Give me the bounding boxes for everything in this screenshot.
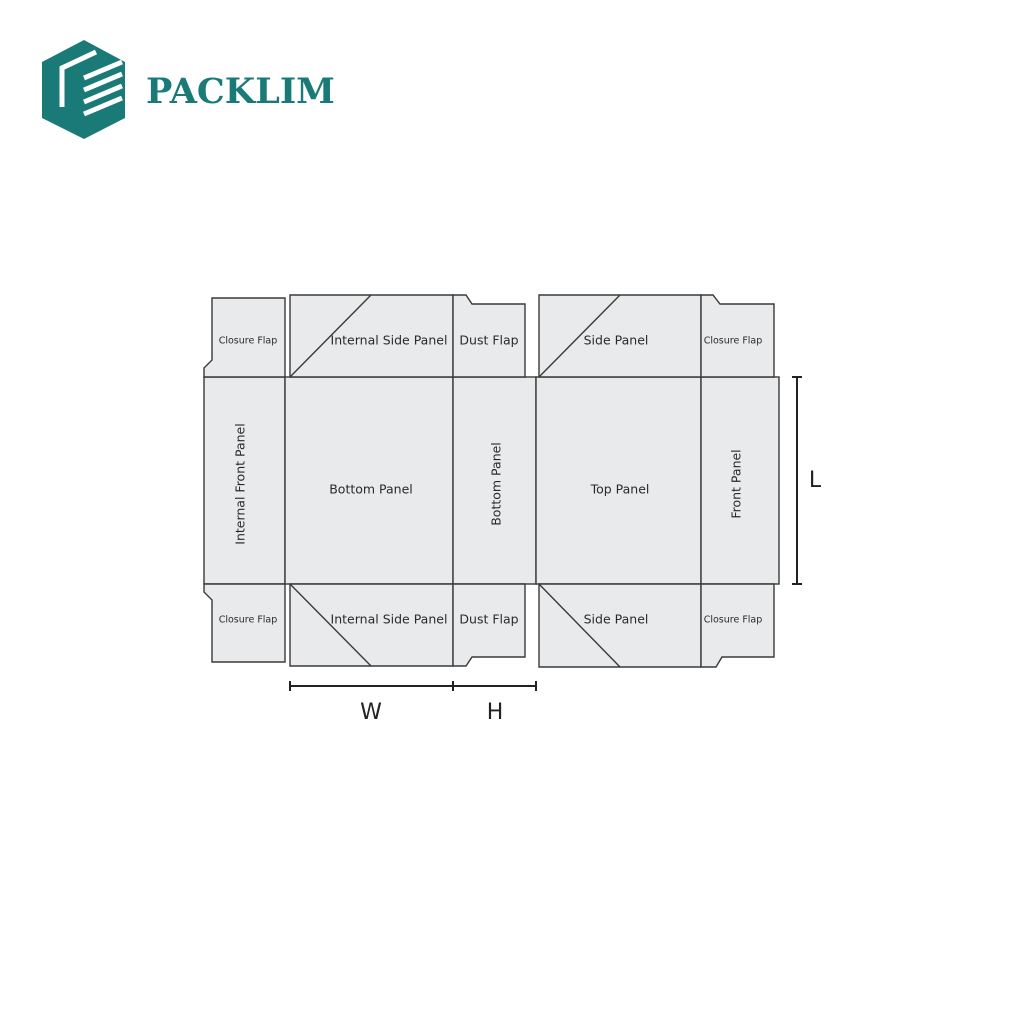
closure-flap-bottom-right — [700, 583, 775, 668]
bottom-panel — [284, 376, 454, 585]
label-closure-flap: Closure Flap — [704, 336, 763, 347]
dimension-h-label: H — [487, 700, 504, 725]
dimension-w-label: W — [360, 700, 382, 725]
closure-flap-top-right — [700, 294, 775, 378]
dimension-w: W — [289, 681, 454, 725]
label-side-panel: Side Panel — [584, 333, 649, 348]
label-internal-side-panel: Internal Side Panel — [331, 333, 448, 348]
dimension-h: H — [453, 681, 537, 725]
label-dust-flap: Dust Flap — [459, 333, 518, 348]
label-bottom-panel-side: Bottom Panel — [489, 442, 504, 526]
closure-flap-top-left — [203, 297, 286, 378]
label-internal-front-panel: Internal Front Panel — [233, 423, 248, 544]
brand-name: PACKLIM — [146, 71, 335, 112]
dimension-l-label: L — [809, 468, 822, 493]
label-closure-flap: Closure Flap — [219, 336, 278, 347]
label-bottom-panel: Bottom Panel — [329, 482, 413, 497]
dust-flap-top — [452, 294, 526, 378]
label-dust-flap: Dust Flap — [459, 612, 518, 627]
closure-flap-bottom-left — [203, 583, 286, 663]
dust-flap-bottom — [452, 583, 526, 667]
dimension-l: L — [792, 376, 822, 585]
label-top-panel: Top Panel — [590, 482, 650, 497]
logo-box-icon — [42, 40, 125, 139]
packlim-logo: PACKLIM — [42, 40, 335, 139]
label-closure-flap: Closure Flap — [704, 615, 763, 626]
label-front-panel: Front Panel — [729, 449, 744, 518]
top-panel — [535, 376, 702, 585]
front-panel — [700, 376, 780, 585]
label-closure-flap: Closure Flap — [219, 615, 278, 626]
label-internal-side-panel: Internal Side Panel — [331, 612, 448, 627]
label-side-panel: Side Panel — [584, 612, 649, 627]
